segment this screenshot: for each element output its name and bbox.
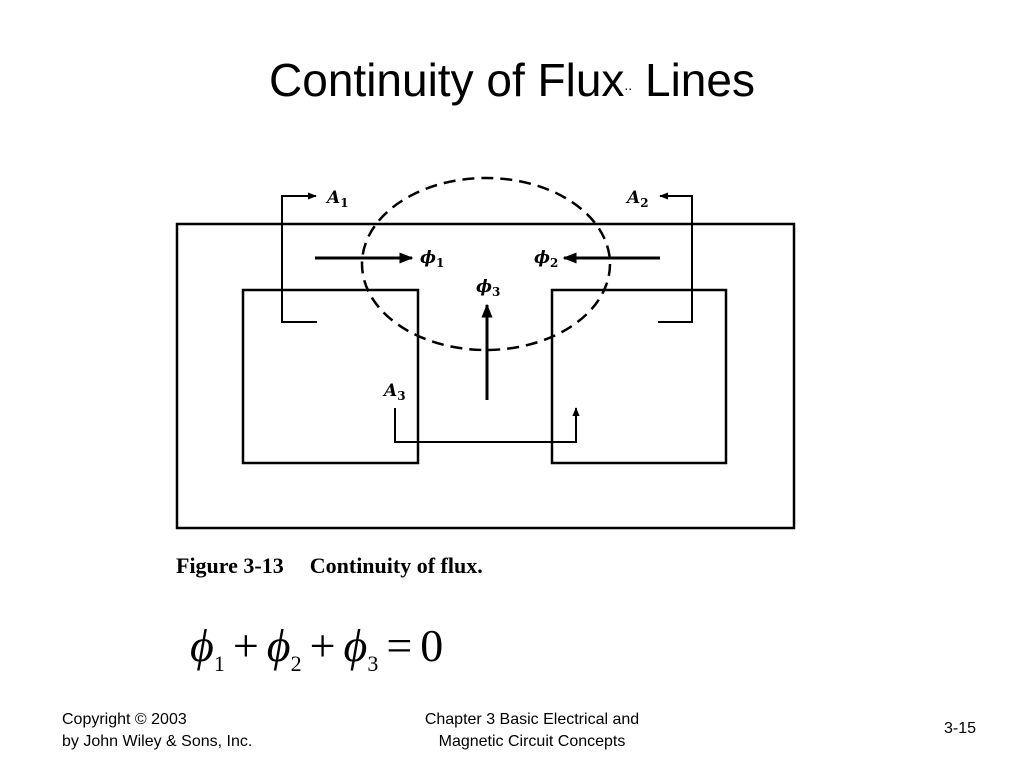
- title-text: Continuity of Flux: [269, 54, 625, 106]
- label-a3: A3: [382, 381, 406, 403]
- equation-phi-3: ϕ: [343, 620, 368, 671]
- equation-sub-2: 2: [290, 651, 302, 677]
- equation-plus-1: +: [232, 620, 259, 671]
- equation-equals: =: [386, 620, 413, 671]
- copyright-line-1: Copyright © 2003: [62, 711, 187, 728]
- equation-phi-1: ϕ: [190, 620, 214, 671]
- right-window: [550, 288, 728, 465]
- closed-surface: [360, 176, 612, 352]
- caption-text: Continuity of flux.: [309, 553, 483, 578]
- footer-page-number: 3-15: [943, 720, 976, 737]
- equation-plus-2: +: [309, 620, 336, 671]
- slide-title: Continuity of Flux.. Lines: [0, 52, 1024, 113]
- footer-copyright: Copyright © 2003 by John Wiley & Sons, In…: [62, 709, 252, 753]
- label-a2: A2: [625, 188, 649, 210]
- figure-caption: Figure 3-13 Continuity of flux.: [176, 553, 483, 579]
- outer-core: [175, 222, 796, 530]
- chapter-line-1: Chapter 3 Basic Electrical and: [424, 711, 640, 728]
- left-window: [241, 288, 420, 465]
- copyright-line-2: by John Wiley & Sons, Inc.: [62, 733, 253, 750]
- label-phi3: ϕ3: [476, 277, 500, 299]
- label-a1: A1: [325, 188, 349, 210]
- path-a1-arrow: [281, 192, 317, 323]
- title-mark: ..: [624, 77, 633, 93]
- equation-phi-2: ϕ: [266, 620, 291, 671]
- label-phi2: ϕ2: [534, 248, 558, 270]
- caption-number: Figure 3-13: [176, 553, 284, 578]
- equation-sub-3: 3: [367, 651, 379, 677]
- chapter-line-2: Magnetic Circuit Concepts: [438, 733, 626, 750]
- equation-sub-1: 1: [213, 651, 225, 677]
- equation-rhs: 0: [420, 620, 444, 671]
- label-phi1: ϕ1: [420, 248, 444, 270]
- path-a2-arrow: [658, 192, 693, 323]
- path-a3-arrow: [394, 407, 580, 443]
- flux-equation: ϕ1+ϕ2+ϕ3=0: [190, 618, 443, 692]
- title-tail: Lines: [632, 54, 755, 106]
